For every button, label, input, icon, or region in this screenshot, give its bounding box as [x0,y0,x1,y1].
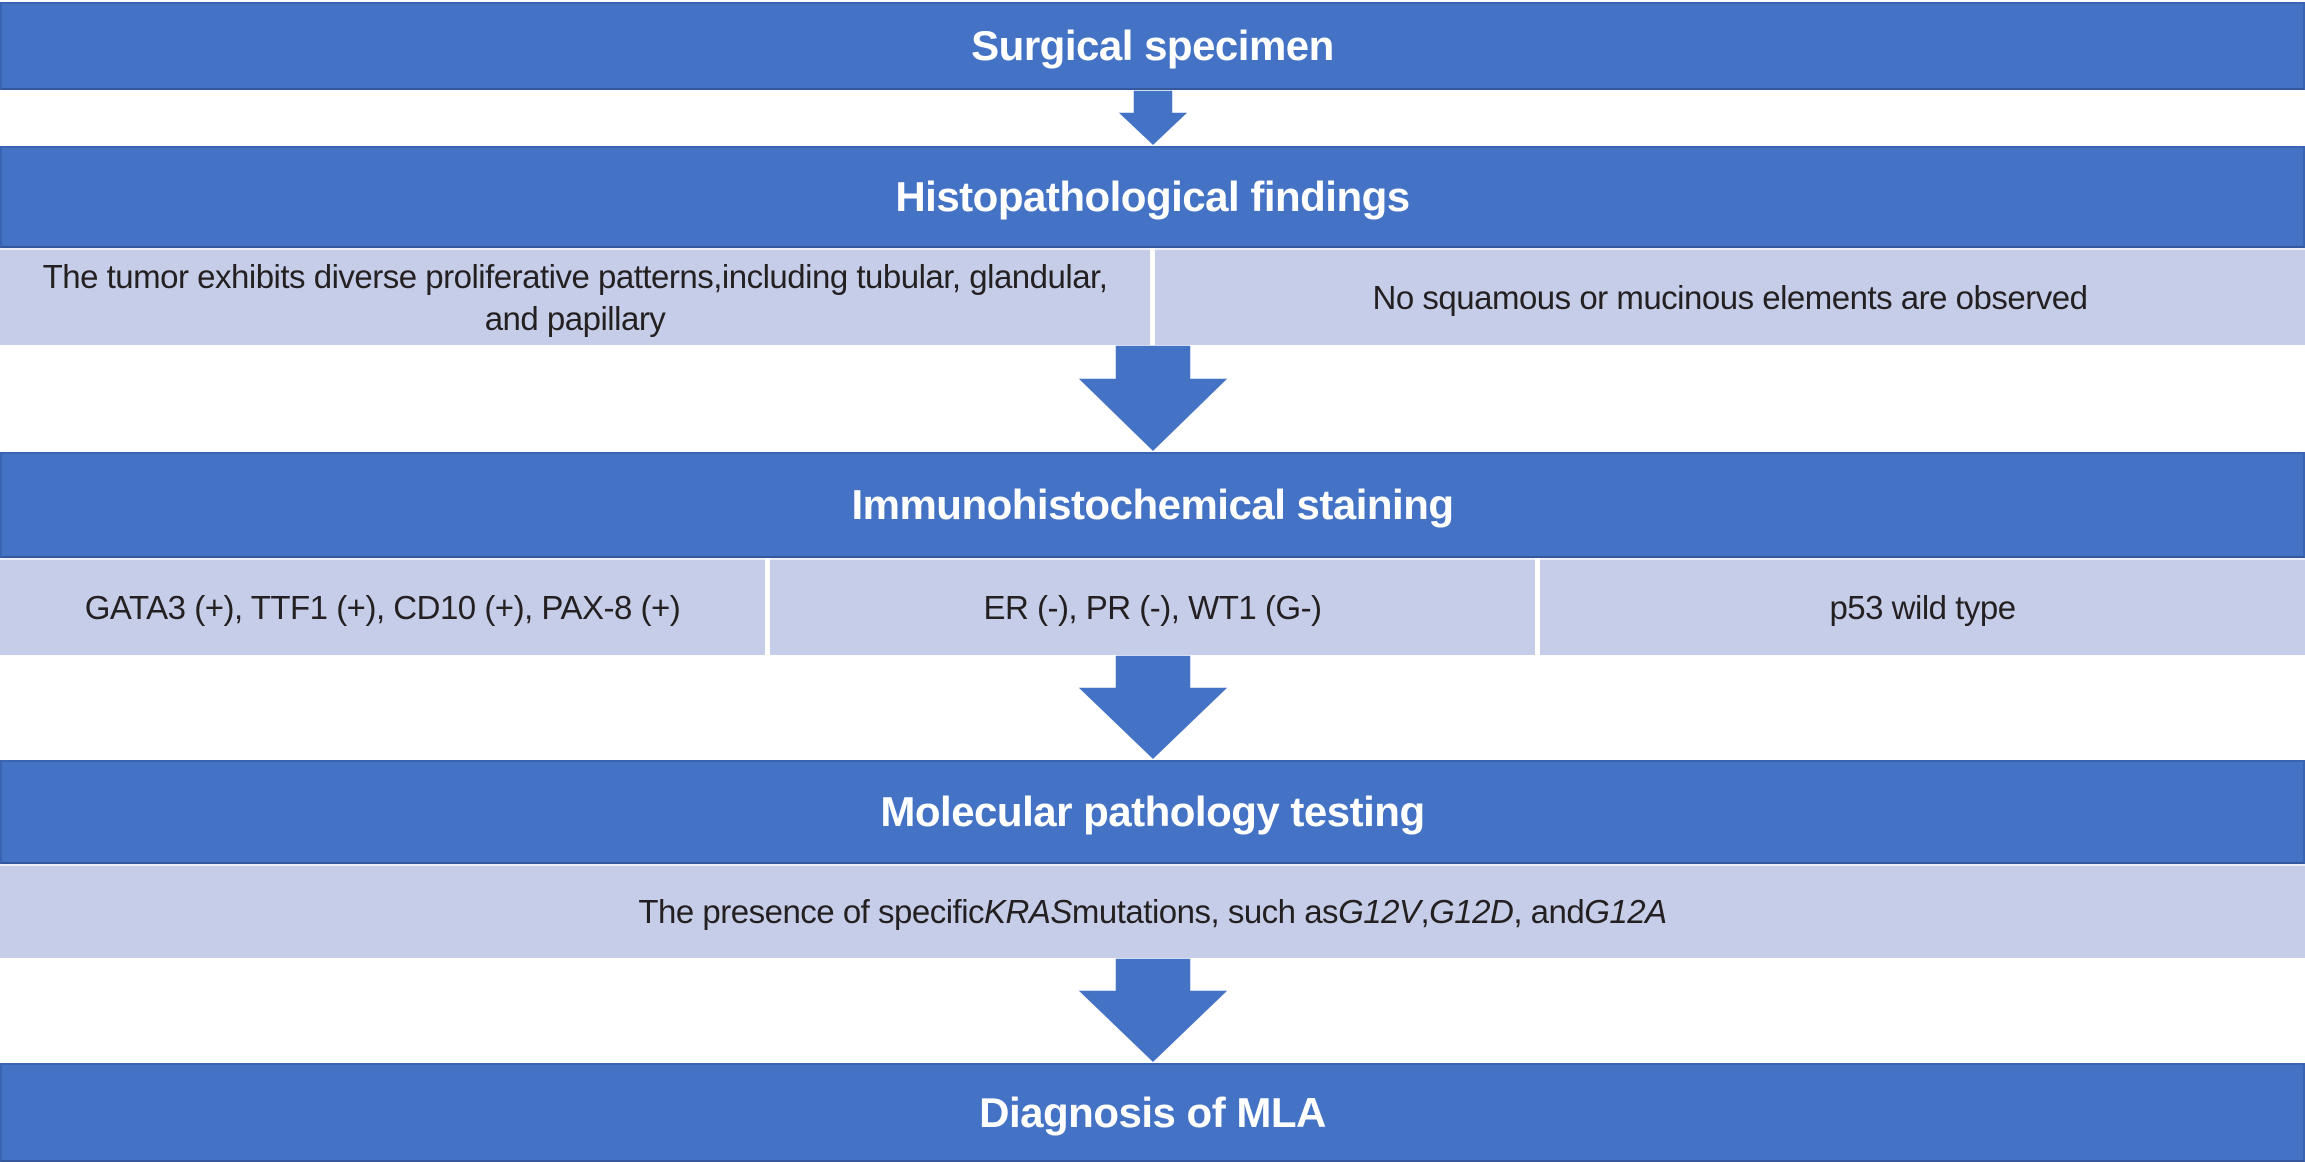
stage-title-immunohistochemical-staining: Immunohistochemical staining [851,481,1454,528]
connector-gap-4 [0,958,2305,1063]
ihc-cell-negative-markers: ER (-), PR (-), WT1 (G-) [770,558,1535,655]
stage-histopathological-findings: Histopathological findings [0,146,2305,248]
connector-gap-1 [0,90,2305,146]
down-arrow-icon [1074,345,1231,452]
stage-title-molecular-pathology-testing: Molecular pathology testing [880,788,1425,835]
stage-title-surgical-specimen: Surgical specimen [971,22,1334,69]
connector-gap-2 [0,345,2305,452]
stage-diagnosis-of-mla: Diagnosis of MLA [0,1063,2305,1162]
down-arrow-icon [1074,958,1231,1063]
ihc-cell-p53: p53 wild type [1540,558,2305,655]
down-arrow-icon [1114,90,1191,146]
molecular-cell-kras-mutations: The presence of specific KRAS mutations,… [0,864,2305,958]
histopathology-cell-no-squamous: No squamous or mucinous elements are obs… [1155,248,2305,345]
histopathology-detail-row: The tumor exhibits diverse proliferative… [0,248,2305,345]
stage-molecular-pathology-testing: Molecular pathology testing [0,760,2305,864]
stage-title-histopathological-findings: Histopathological findings [895,173,1410,220]
ihc-cell-positive-markers: GATA3 (+), TTF1 (+), CD10 (+), PAX-8 (+) [0,558,765,655]
ihc-detail-row: GATA3 (+), TTF1 (+), CD10 (+), PAX-8 (+)… [0,558,2305,655]
stage-immunohistochemical-staining: Immunohistochemical staining [0,452,2305,558]
molecular-detail-row: The presence of specific KRAS mutations,… [0,864,2305,958]
down-arrow-icon [1074,655,1231,760]
stage-title-diagnosis-of-mla: Diagnosis of MLA [979,1088,1326,1136]
stage-surgical-specimen: Surgical specimen [0,2,2305,90]
histopathology-cell-patterns: The tumor exhibits diverse proliferative… [0,248,1150,345]
connector-gap-3 [0,655,2305,760]
